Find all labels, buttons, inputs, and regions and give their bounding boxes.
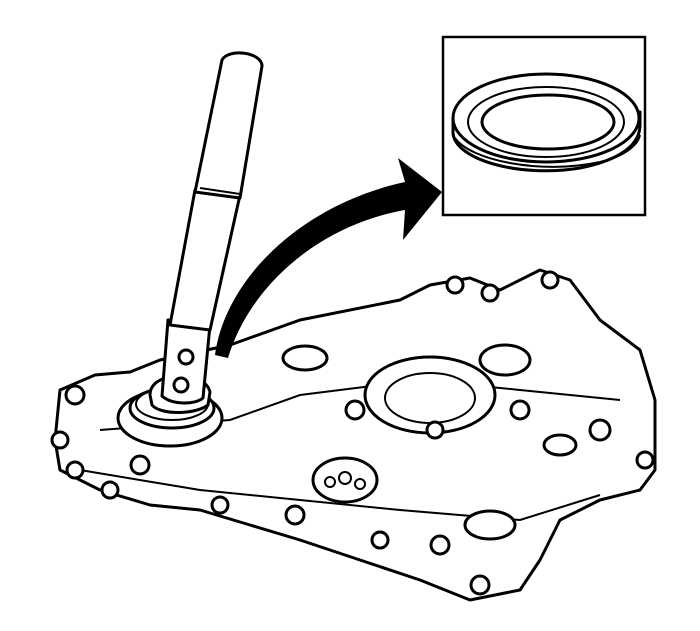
detail-inset xyxy=(441,35,647,217)
engine-front-cover xyxy=(50,268,657,602)
front-cover-seal xyxy=(451,72,642,173)
seal-installer-tool xyxy=(148,51,264,414)
installation-arrow xyxy=(215,158,442,358)
